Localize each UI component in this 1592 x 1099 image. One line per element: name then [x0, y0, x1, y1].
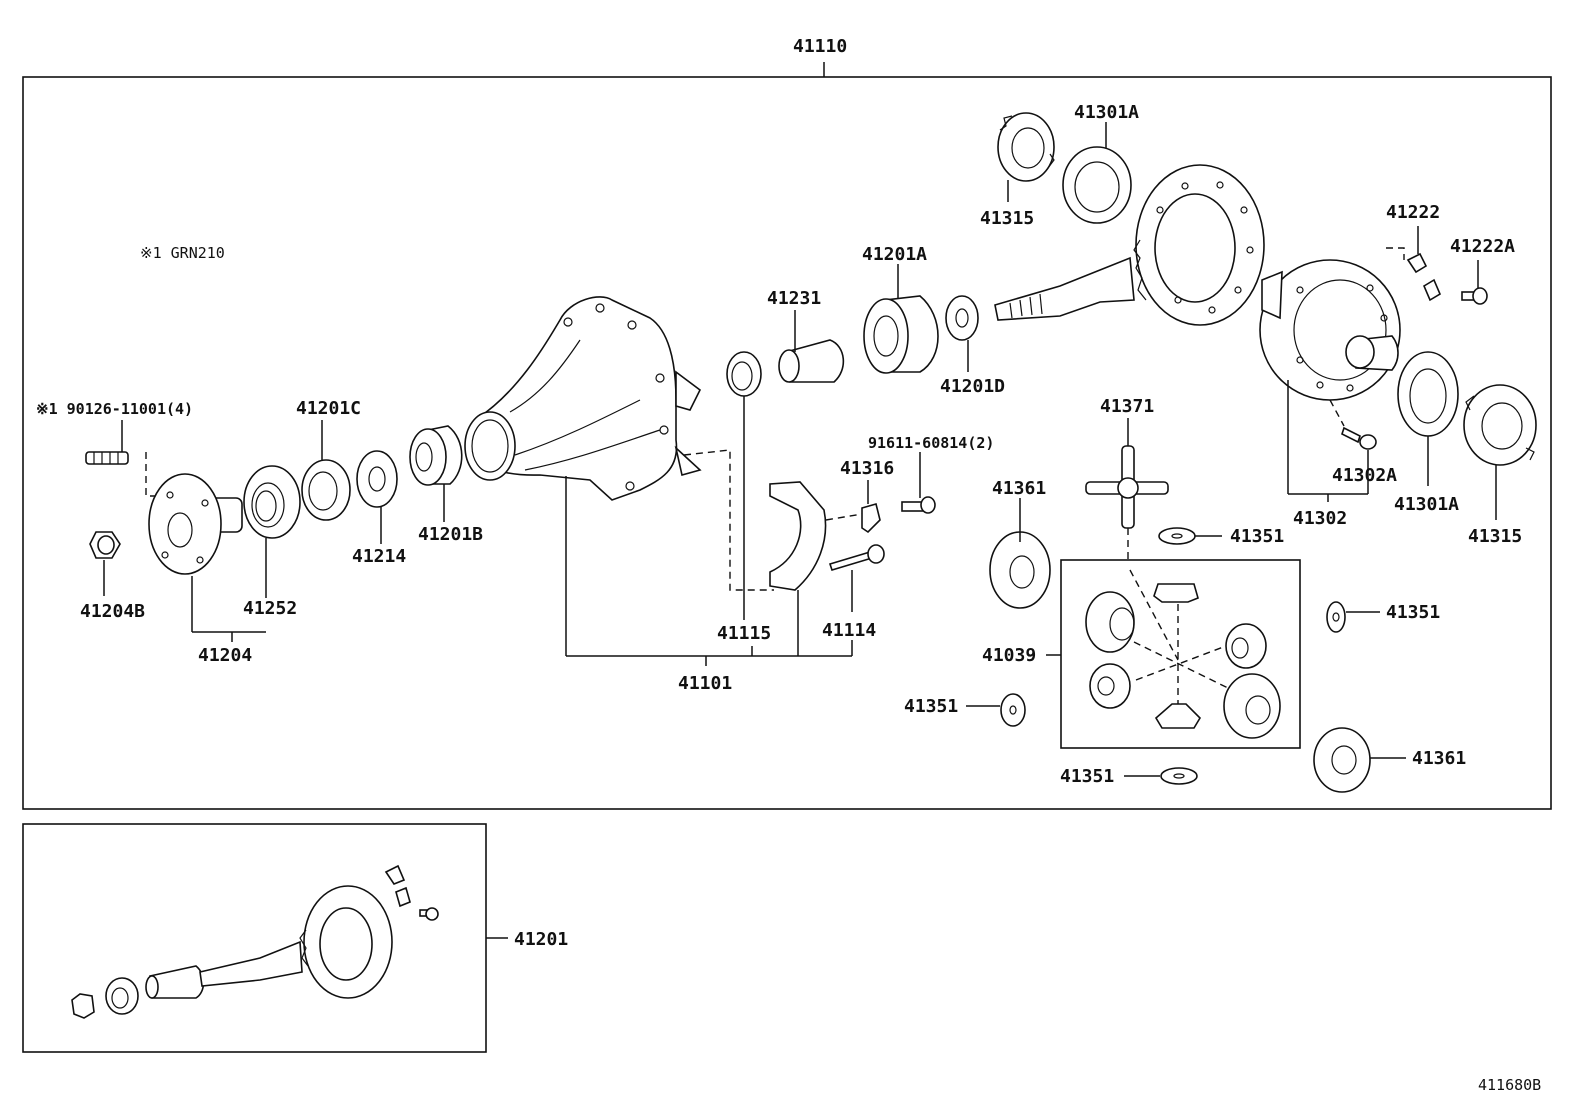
label-41204: 41204 — [198, 645, 252, 666]
label-41110: 41110 — [793, 36, 847, 57]
bearing-cap-icon — [769, 481, 881, 591]
label-41351-b: 41351 — [1386, 602, 1440, 623]
adjusting-nut-icon — [997, 112, 1055, 182]
label-41101: 41101 — [678, 673, 732, 694]
label-41231: 41231 — [767, 288, 821, 309]
stud-bolt-icon — [85, 451, 129, 465]
pinion-shaft-cross-icon — [1085, 445, 1169, 529]
thrust-washer-icon — [1000, 693, 1026, 727]
thrust-washer-icon — [1326, 601, 1346, 633]
bearing-race-icon — [301, 459, 351, 521]
label-41351-d: 41351 — [1060, 766, 1114, 787]
thrust-washer-icon — [1158, 527, 1196, 545]
label-41114: 41114 — [822, 620, 876, 641]
ring-gear-pinion-assembly-icon — [71, 864, 439, 1019]
bolt-icon — [901, 496, 936, 514]
label-bolt-91611: 91611-60814(2) — [868, 434, 994, 452]
sub-assembly-frame — [22, 823, 487, 1053]
label-41361-right: 41361 — [1412, 748, 1466, 769]
label-41214: 41214 — [352, 546, 406, 567]
pinion-gear-icon — [1154, 703, 1202, 729]
thrust-washer-icon — [1160, 767, 1198, 785]
label-41315-top: 41315 — [980, 208, 1034, 229]
label-41361-left: 41361 — [992, 478, 1046, 499]
nut-icon — [89, 531, 121, 559]
label-41351-c: 41351 — [904, 696, 958, 717]
label-41201: 41201 — [514, 929, 568, 950]
ring-gear-and-pinion-icon — [994, 164, 1265, 326]
oil-seal-icon — [243, 465, 301, 539]
label-41201B: 41201B — [418, 524, 483, 545]
label-41201D: 41201D — [940, 376, 1005, 397]
side-gear-icon — [1085, 591, 1135, 653]
label-41301A-right: 41301A — [1394, 494, 1459, 515]
bearing-icon — [863, 295, 939, 374]
pinion-gear-icon — [1153, 583, 1199, 603]
cap-bolt-icon — [828, 544, 885, 571]
washer-icon — [945, 295, 979, 341]
label-41316: 41316 — [840, 458, 894, 479]
side-bearing-icon — [1397, 351, 1459, 437]
side-bearing-icon — [1062, 146, 1132, 224]
thrust-washer-icon — [989, 531, 1051, 609]
label-41201A: 41201A — [862, 244, 927, 265]
differential-case-icon — [1259, 259, 1401, 401]
lock-plate-icon — [1406, 252, 1442, 302]
label-41302: 41302 — [1293, 508, 1347, 529]
adjusting-nut-icon — [1463, 384, 1537, 466]
label-41115: 41115 — [717, 623, 771, 644]
differential-gear-frame — [1060, 559, 1301, 749]
pinion-gear-icon — [1089, 663, 1131, 709]
label-41351-a: 41351 — [1230, 526, 1284, 547]
pinion-gear-icon — [1225, 623, 1267, 669]
thrust-washer-icon — [1313, 727, 1371, 793]
differential-carrier-housing-icon — [464, 296, 702, 501]
model-note: ※1 GRN210 — [140, 244, 225, 262]
spacer-washer-icon — [356, 450, 398, 508]
label-41039: 41039 — [982, 645, 1036, 666]
main-assembly-frame — [22, 76, 1552, 810]
bolt-icon — [1461, 287, 1488, 305]
label-41204B: 41204B — [80, 601, 145, 622]
figure-code: 411680B — [1478, 1076, 1541, 1094]
label-41301A-top: 41301A — [1074, 102, 1139, 123]
label-41222: 41222 — [1386, 202, 1440, 223]
label-41201C: 41201C — [296, 398, 361, 419]
oil-seal-icon — [726, 351, 762, 397]
companion-flange-icon — [148, 473, 243, 575]
label-41371: 41371 — [1100, 396, 1154, 417]
pinion-bearing-icon — [409, 425, 463, 486]
label-41252: 41252 — [243, 598, 297, 619]
label-41222A: 41222A — [1450, 236, 1515, 257]
label-41315-right: 41315 — [1468, 526, 1522, 547]
label-stud-bolt: ※1 90126-11001(4) — [36, 400, 193, 418]
bolt-icon — [1341, 426, 1377, 450]
pinion-collar-icon — [778, 339, 845, 383]
side-gear-icon — [1223, 673, 1281, 739]
label-41302A: 41302A — [1332, 465, 1397, 486]
